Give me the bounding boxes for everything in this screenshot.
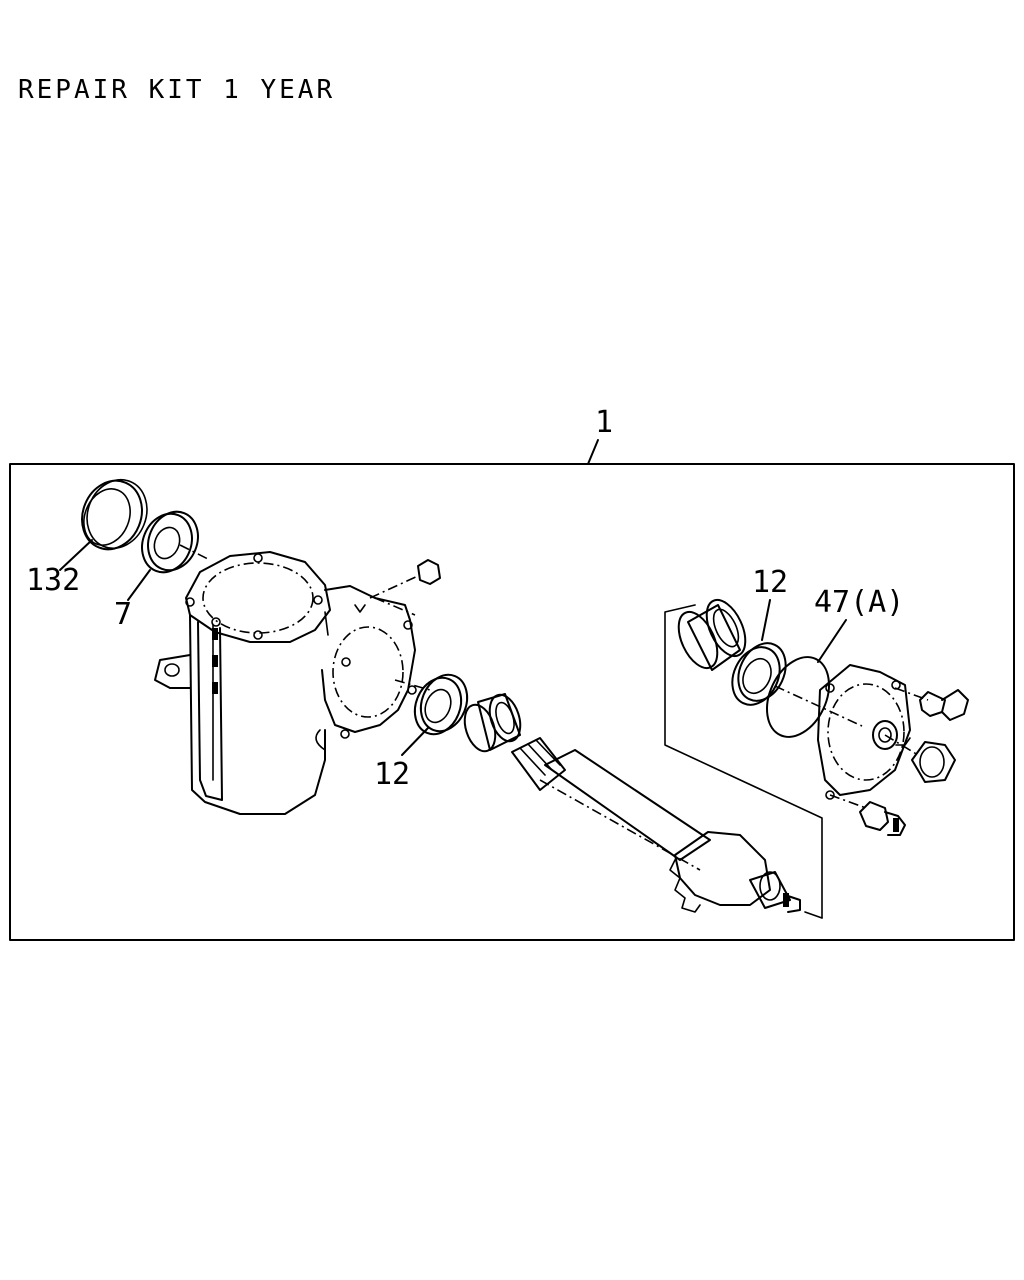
- callout-kit-leader: [587, 439, 599, 465]
- gear-housing-part: [154, 551, 431, 815]
- callout-bearing-right-label: 12: [752, 565, 788, 600]
- oil-seal-part: [141, 510, 211, 574]
- callout-kit-label: 1: [595, 405, 613, 440]
- cover-bolt-bottom-part: [829, 794, 906, 836]
- needle-bearing-right-part: [677, 598, 747, 671]
- oring-part: [766, 656, 863, 738]
- callout-oring-label: 47(A): [814, 585, 904, 620]
- callout-oring-leader: [817, 619, 847, 663]
- callout-seal-leader: [127, 569, 151, 601]
- kit-frame: [9, 463, 1015, 941]
- bearing-seal-right-part: [731, 642, 787, 706]
- callout-bearing-left-label: 12: [374, 757, 410, 792]
- callout-bearing-left-leader: [401, 727, 429, 756]
- adjust-nut-part: [884, 734, 956, 783]
- diagram-title: REPAIR KIT 1 YEAR: [18, 75, 335, 105]
- bearing-seal-left-part: [413, 673, 469, 736]
- small-bolt-part: [369, 559, 441, 599]
- callout-ring-set-label: 132: [26, 563, 80, 598]
- callout-seal-label: 7: [114, 597, 132, 632]
- side-cover-part: [817, 664, 911, 800]
- callout-bearing-right-leader: [761, 599, 771, 641]
- callout-ring-set-leader: [59, 539, 93, 571]
- ring-set-part: [81, 478, 148, 551]
- cover-bolt-top-part: [894, 687, 969, 721]
- needle-bearing-left-part: [463, 693, 522, 753]
- sector-shaft-part: [511, 737, 801, 913]
- sub-assembly-bracket: [664, 604, 823, 919]
